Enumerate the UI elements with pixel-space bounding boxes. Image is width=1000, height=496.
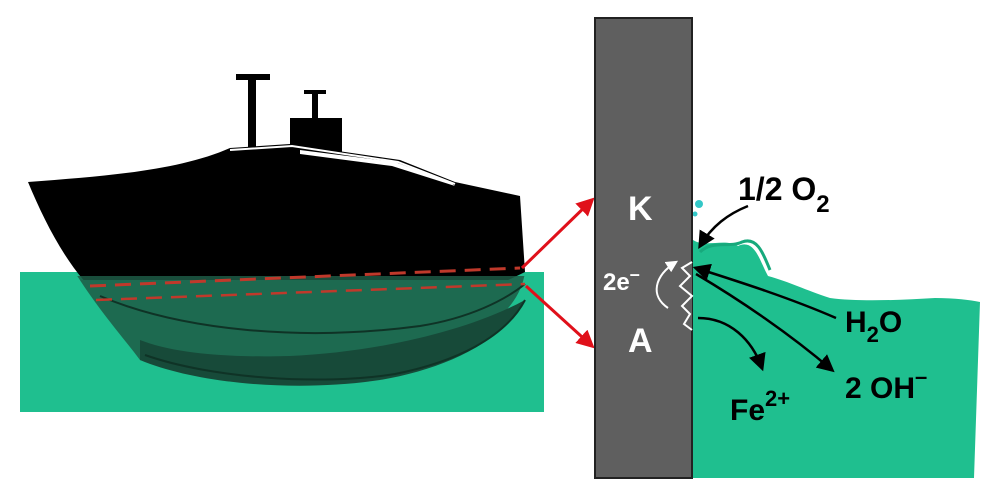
- water-droplet: [695, 200, 703, 208]
- waterline-dashed-lower: [95, 282, 526, 302]
- ship-deck-line: [229, 144, 456, 185]
- ship-keel: [140, 300, 525, 386]
- ship-icon: [28, 74, 526, 386]
- electrolyte-water: [693, 240, 980, 478]
- ship-mast: [248, 80, 256, 150]
- water-label-h: H: [845, 306, 867, 339]
- cathode-label: K: [628, 190, 653, 228]
- oxygen-label: 1/2 O2: [738, 171, 830, 218]
- curved-arrow-icon: [655, 260, 679, 309]
- oxygen-arrow: [698, 204, 749, 250]
- zoom-arrow-to-anode: [524, 284, 595, 349]
- waterline-dashed-upper: [89, 266, 521, 288]
- ship-keel-edge: [144, 299, 526, 381]
- iron-ion-arrow: [697, 316, 766, 372]
- hydroxide-label-base: 2 OH: [845, 372, 915, 405]
- ship-scene: [20, 74, 595, 412]
- corrosion-detail: K A 2e– 1/2 O2 H2O 2 OH– Fe2+: [594, 17, 980, 479]
- water-droplet-small: [692, 211, 698, 217]
- oxygen-label-sub: 2: [816, 191, 829, 218]
- water-label-sub: 2: [867, 322, 879, 347]
- electron-label-base: 2e: [603, 269, 630, 296]
- iron-ion-label: Fe2+: [730, 386, 790, 427]
- iron-ion-label-base: Fe: [730, 394, 765, 427]
- ship-deck-stripe: [300, 150, 455, 186]
- pitted-surface: [678, 261, 694, 331]
- iron-ion-label-sup: 2+: [765, 386, 790, 411]
- hydroxide-label: 2 OH–: [845, 364, 927, 405]
- electron-label: 2e–: [603, 264, 640, 296]
- anode-label: A: [628, 322, 653, 360]
- ship-antenna: [312, 92, 318, 122]
- oxygen-label-main: 1/2 O: [738, 171, 816, 207]
- water-label-o: O: [879, 306, 902, 339]
- zoom-arrow-to-cathode: [520, 197, 595, 270]
- electron-label-sup: –: [630, 264, 640, 284]
- ship-mast-crossbar: [236, 74, 270, 80]
- metal-plate: [594, 17, 693, 479]
- hydroxide-label-sup: –: [915, 364, 927, 389]
- water-label: H2O: [845, 306, 902, 347]
- ship-antenna-top: [304, 90, 326, 94]
- water-arrow: [692, 263, 837, 320]
- ship-hull-upper: [28, 144, 525, 280]
- hydroxide-arrow: [695, 272, 835, 373]
- ship-hull-contour: [99, 283, 526, 334]
